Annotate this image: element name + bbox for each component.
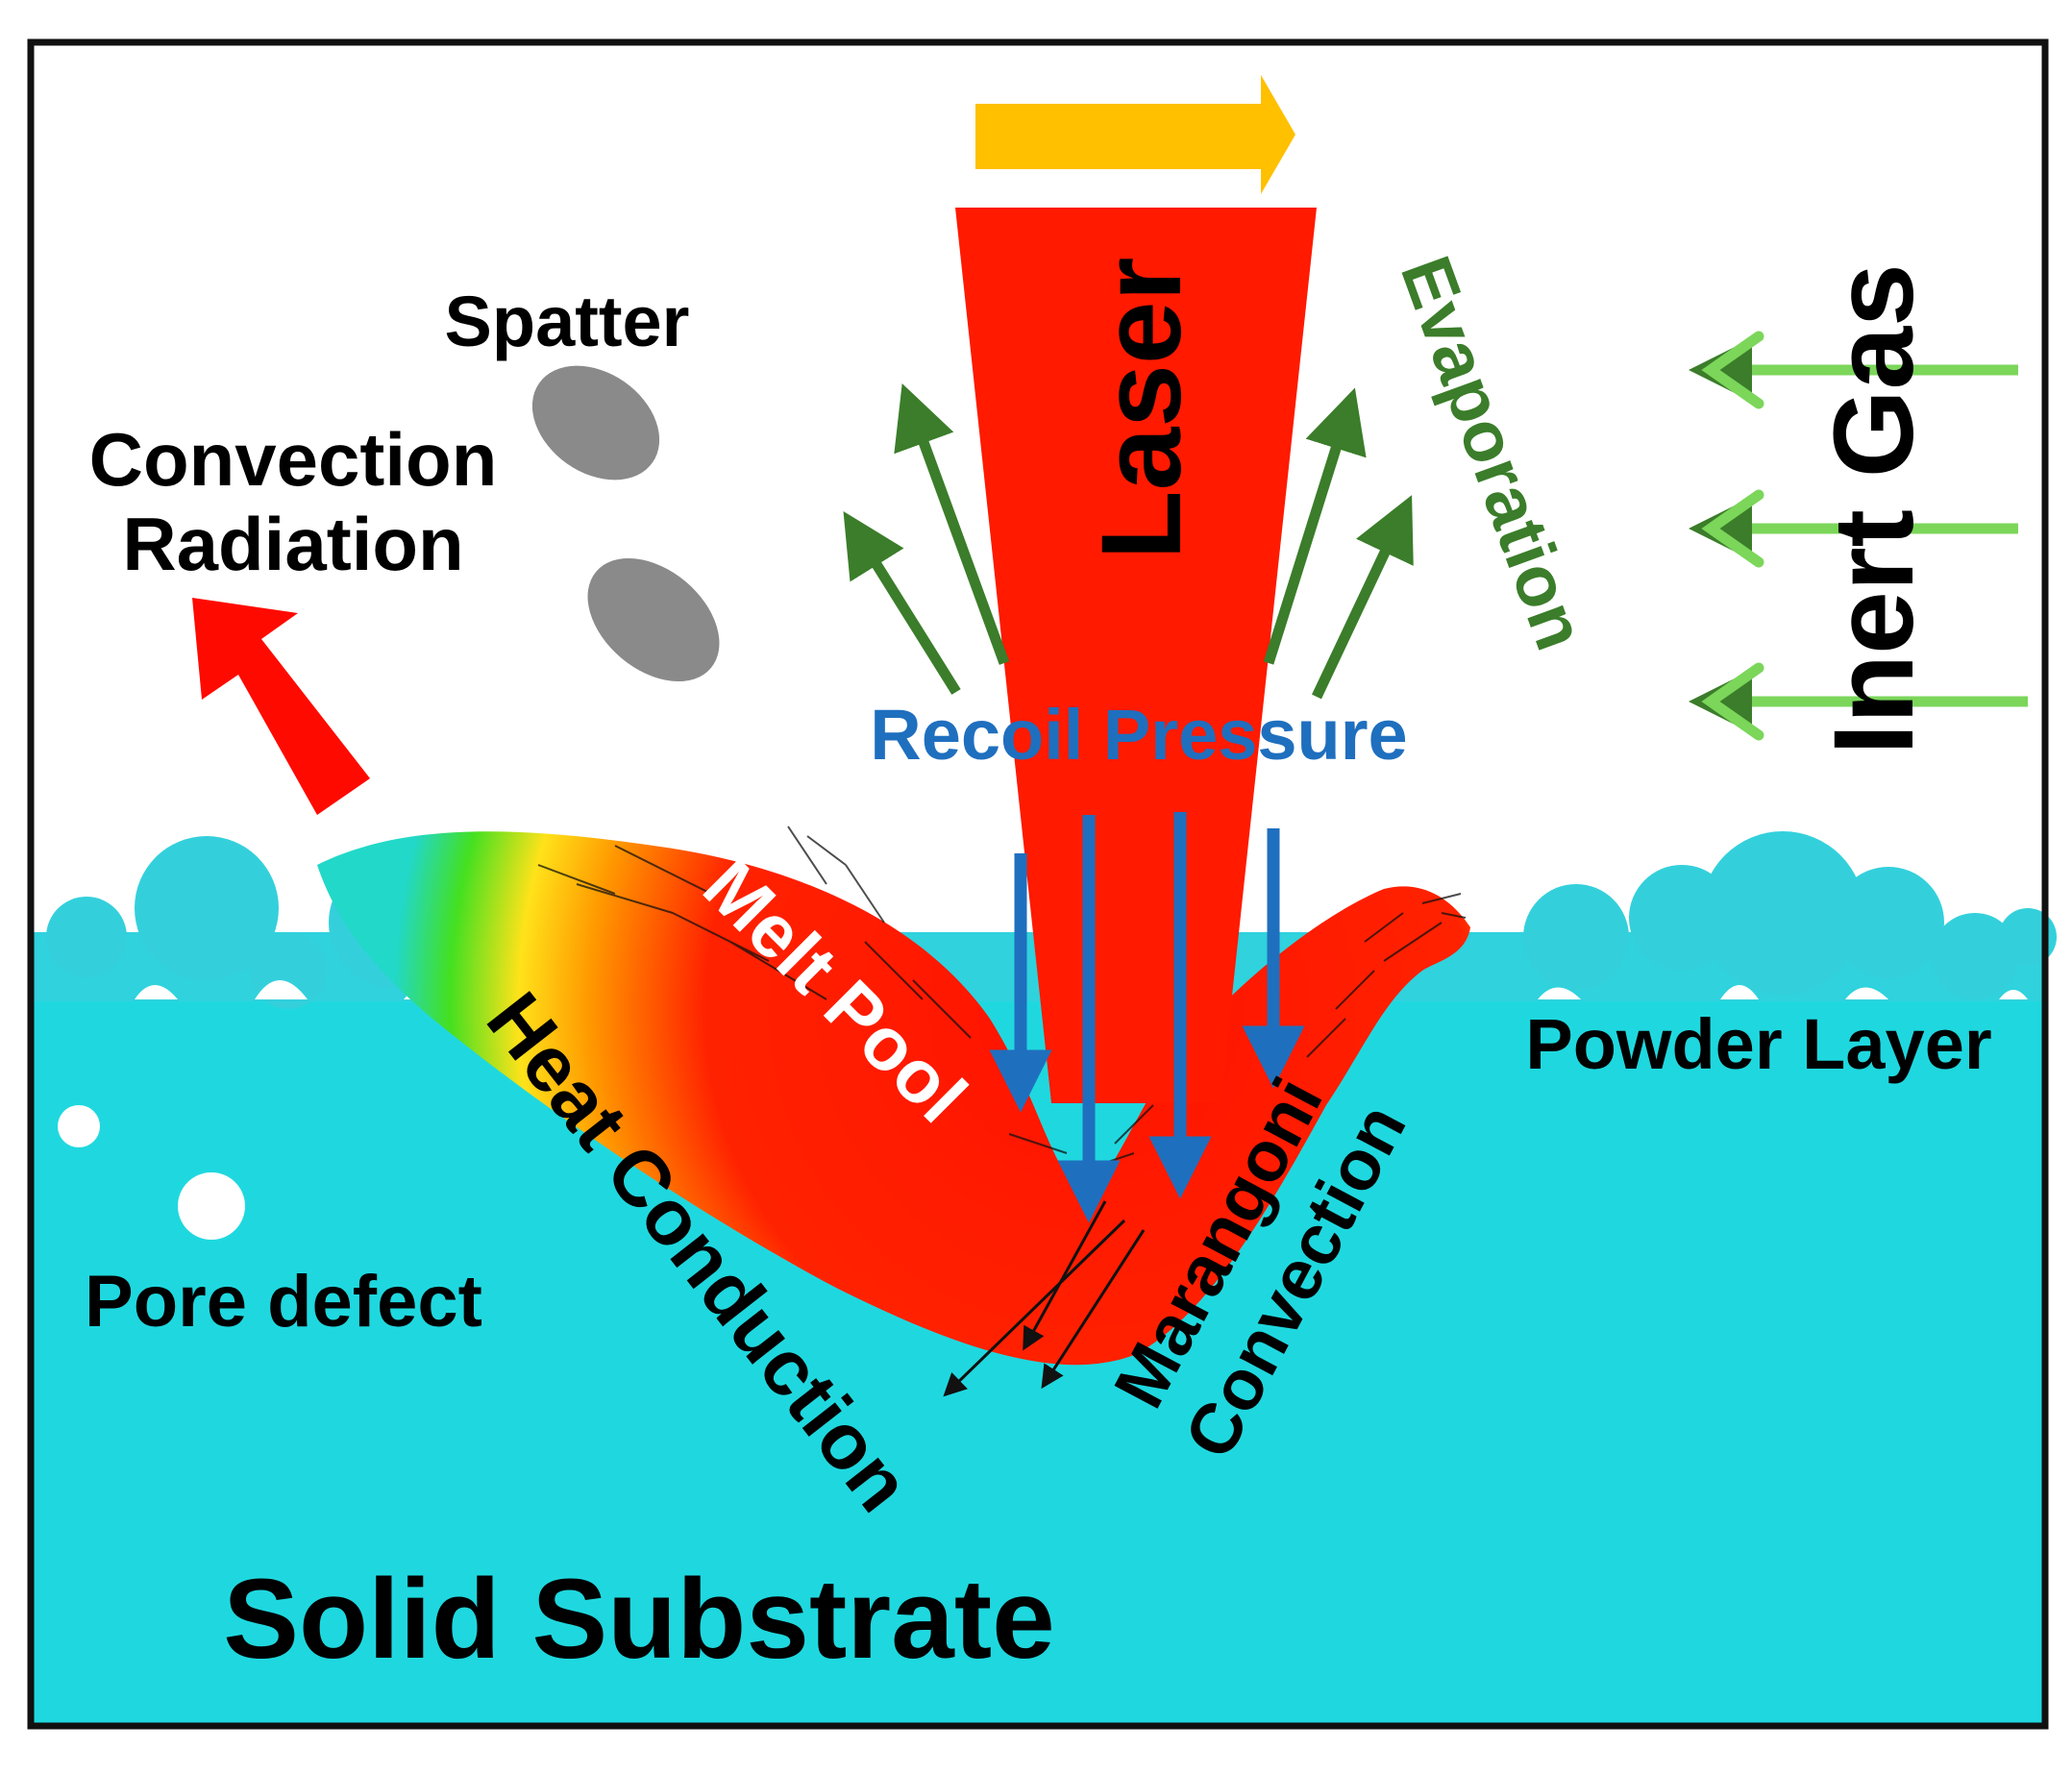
- inert-gas-arrowheads: [1701, 331, 1764, 741]
- scan-direction-arrow: [975, 75, 1295, 194]
- flow-vectors: [537, 825, 1467, 1173]
- spatter-label: Spatter: [445, 282, 690, 361]
- spatter-particles: [531, 365, 720, 682]
- recoil-pressure-arrows: [989, 812, 1305, 1223]
- evaporation-arrows: [843, 383, 1414, 700]
- laser-beam[interactable]: [955, 208, 1317, 1103]
- solid-substrate-label: Solid Substrate: [223, 1556, 1054, 1683]
- frame-border: [27, 38, 2049, 1730]
- flow-arrows-down: [943, 1200, 1146, 1397]
- powder-layer-label: Powder Layer: [1525, 1004, 1991, 1084]
- radiation-label: Radiation: [122, 502, 463, 586]
- laser-label: Laser: [1078, 258, 1205, 560]
- inert-gas-arrows: [1689, 338, 2028, 733]
- pore-defects: [58, 1105, 245, 1240]
- convection-label: Convection: [89, 417, 498, 502]
- inert-gas-label: Inert Gas: [1811, 263, 1937, 755]
- melt-pool: [317, 831, 1470, 1366]
- pore-defect-label: Pore defect: [85, 1261, 482, 1343]
- heat-loss-arrow: [192, 598, 370, 815]
- recoil-pressure-label: Recoil Pressure: [870, 695, 1407, 775]
